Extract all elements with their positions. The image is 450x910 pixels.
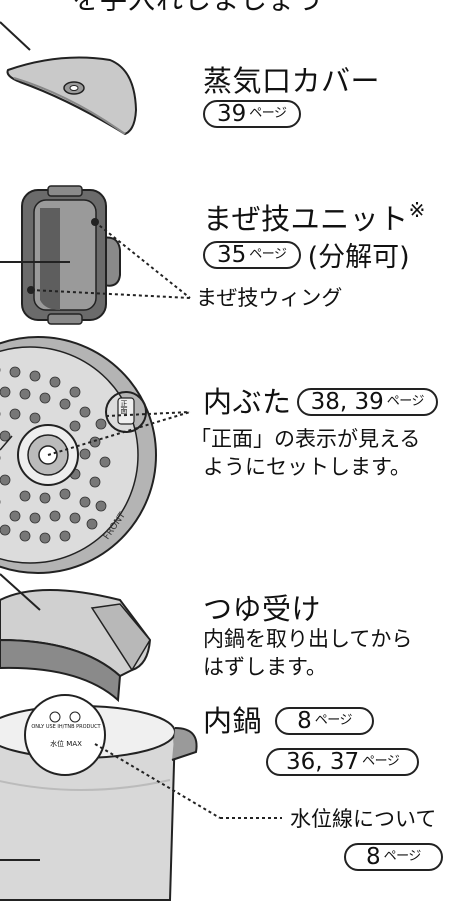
header-partial-text: を手入れしましょう	[72, 0, 324, 16]
drip-tray-desc-line1: 内鍋を取り出してから	[203, 627, 413, 651]
ref-number: 38, 39	[310, 389, 384, 415]
ref-page-unit: ページ	[314, 713, 353, 728]
inner-lid-desc-line2: ようにセットします。	[203, 455, 411, 479]
inner-lid-desc-line1: 「正面」の表示が見える	[190, 427, 421, 451]
stirring-unit-title: まぜ技ユニット※	[203, 198, 426, 239]
ref-number: 8	[366, 844, 381, 870]
ref-page-unit: ページ	[249, 247, 287, 262]
steam-vent-cover-title: 蒸気口カバー	[203, 64, 381, 98]
stirring-unit-title-text: まぜ技ユニット	[203, 202, 409, 236]
inner-lid-illustration	[0, 336, 191, 574]
inner-lid-title: 内ぶた	[203, 385, 292, 419]
pot-label-water: 水位 MAX	[50, 740, 82, 748]
asterisk-mark: ※	[408, 198, 426, 222]
inner-pot-title: 内鍋	[203, 704, 263, 738]
stirring-unit-illustration	[0, 185, 191, 325]
ref-number: 35	[217, 242, 247, 268]
ref-page-unit: ページ	[249, 106, 287, 121]
water-level-callout: 水位線について	[290, 807, 437, 831]
disassemblable-note: (分解可)	[307, 241, 410, 273]
drip-tray-illustration	[0, 573, 152, 703]
drip-tray-desc-line2: はずします。	[203, 655, 327, 679]
pot-label-top: ONLY USE IH/TNB PRODUCT	[31, 724, 101, 730]
ref-page-unit: ページ	[386, 394, 425, 409]
lid-front-mark: 正面	[120, 400, 128, 414]
ref-number: 36, 37	[286, 749, 360, 775]
ref-page-unit: ページ	[383, 849, 422, 864]
drip-tray-title: つゆ受け	[203, 592, 322, 626]
ref-page-unit: ページ	[362, 754, 400, 769]
stirring-wing-callout: まぜ技ウィング	[196, 286, 343, 310]
ref-number: 39	[217, 101, 247, 127]
steam-vent-cover-illustration	[0, 21, 138, 136]
inner-pot-illustration	[0, 694, 282, 901]
ref-number: 8	[297, 708, 312, 734]
